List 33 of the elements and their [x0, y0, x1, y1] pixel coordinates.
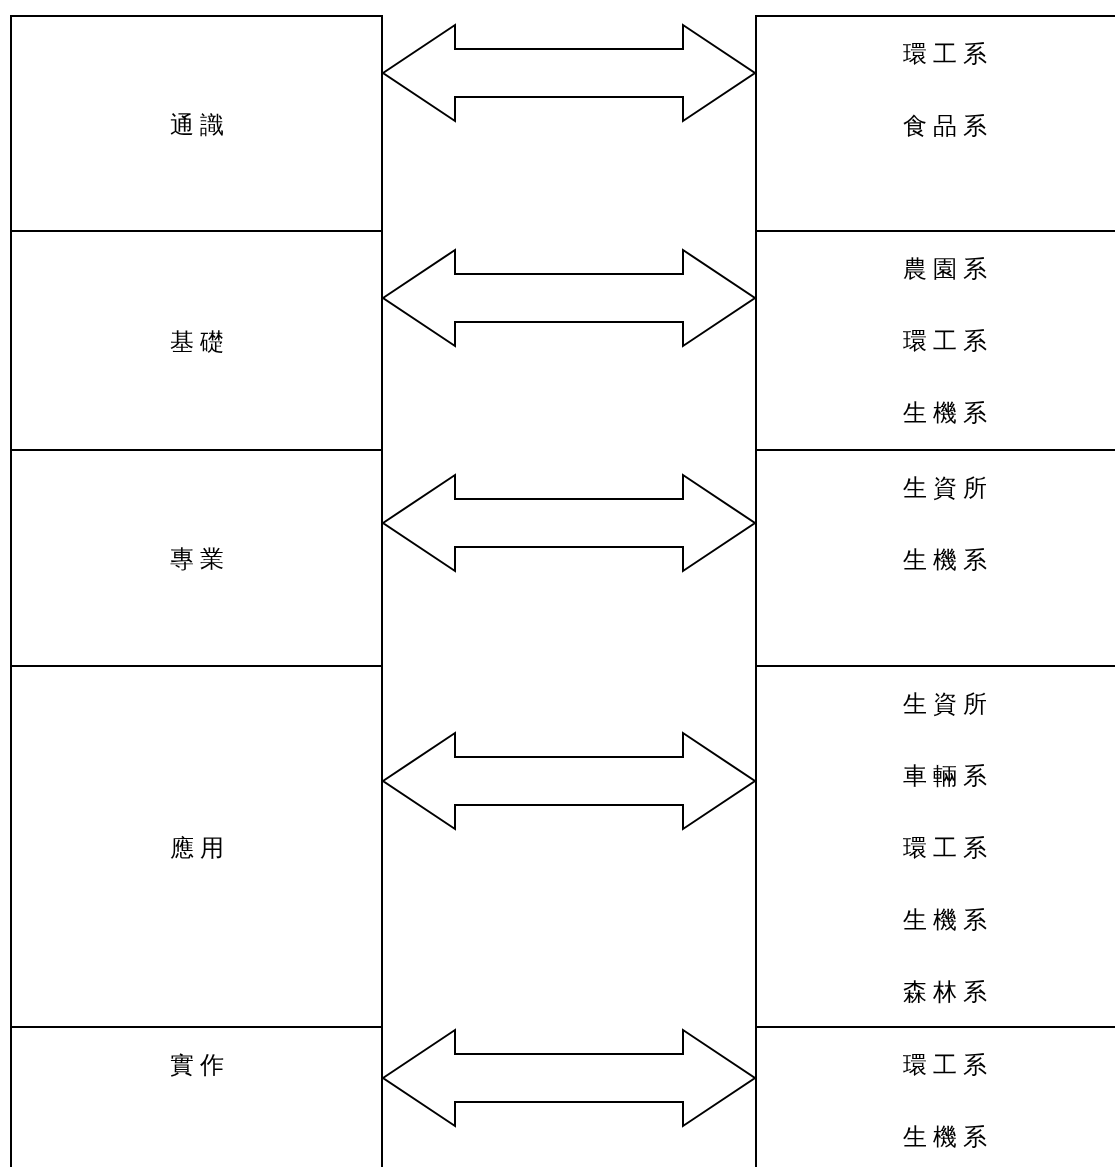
department-label: 生資所	[902, 690, 993, 719]
department-box	[755, 15, 1115, 232]
category-box	[10, 15, 383, 232]
category-label: 專業	[168, 545, 230, 574]
double-arrow	[381, 248, 757, 348]
department-label: 生機系	[902, 399, 993, 428]
department-label: 環工系	[902, 1051, 993, 1080]
category-label: 基礎	[168, 327, 230, 357]
department-label: 環工系	[902, 327, 993, 356]
department-label: 環工系	[902, 834, 993, 863]
department-label: 食品系	[902, 112, 993, 141]
department-label: 車輛系	[902, 762, 993, 791]
department-label: 環工系	[902, 40, 993, 69]
category-box	[10, 667, 383, 1028]
category-box	[10, 451, 383, 667]
department-label: 森林系	[902, 978, 993, 1007]
double-arrow	[381, 1028, 757, 1128]
department-box	[755, 667, 1115, 1028]
department-label: 生機系	[902, 546, 993, 575]
department-label: 農園系	[902, 255, 993, 284]
double-arrow	[381, 731, 757, 831]
double-arrow	[381, 473, 757, 573]
category-label: 通識	[168, 110, 230, 140]
category-label: 實作	[168, 1051, 230, 1080]
category-box	[10, 1028, 383, 1167]
department-box	[755, 232, 1115, 451]
department-label: 生機系	[902, 906, 993, 935]
category-box	[10, 232, 383, 451]
department-box	[755, 451, 1115, 667]
department-label: 生機系	[902, 1123, 993, 1152]
category-label: 應用	[168, 833, 230, 863]
double-arrow	[381, 23, 757, 123]
department-label: 生資所	[902, 474, 993, 503]
